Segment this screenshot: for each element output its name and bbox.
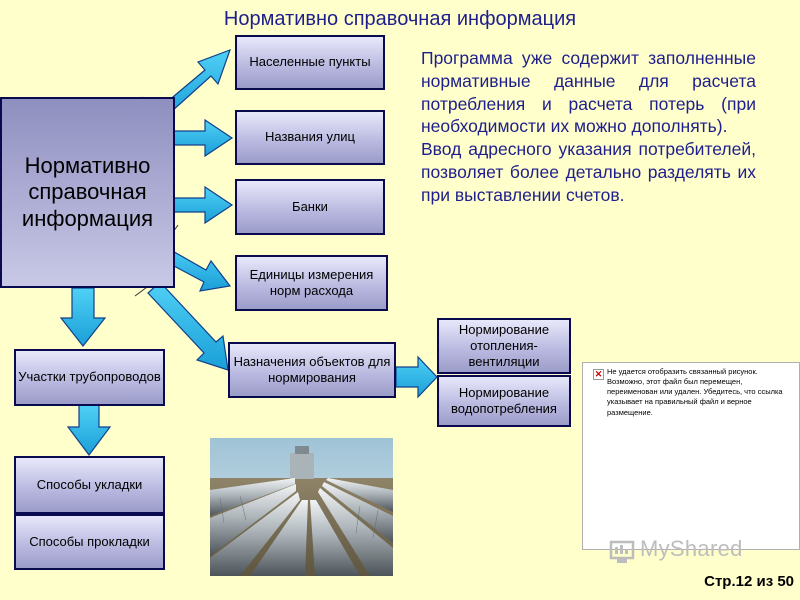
units-box: Единицы измерения норм расхода	[235, 255, 388, 311]
banks-box: Банки	[235, 179, 385, 235]
arrow-to-banks	[169, 185, 234, 225]
arrow-to-norms	[395, 355, 438, 399]
watermark-text: MyShared	[640, 536, 743, 561]
pipeline-photo	[210, 438, 393, 576]
arrow-to-laying	[66, 404, 112, 456]
description-paragraph-2: Ввод адресного указания потребителей, по…	[421, 139, 756, 205]
water-norm-box: Нормирование водопотребления	[437, 375, 571, 427]
settlements-box: Населенные пункты	[235, 35, 385, 90]
description-text: Программа уже содержит заполненные норма…	[421, 47, 756, 206]
broken-image-placeholder: ✕ Не удается отобразить связанный рисуно…	[582, 362, 800, 550]
description-paragraph-1: Программа уже содержит заполненные норма…	[421, 48, 756, 137]
page-number: Стр.12 из 50	[704, 573, 794, 590]
heating-norm-box: Нормирование отопления-вентиляции	[437, 318, 571, 374]
myshared-logo-icon	[609, 540, 635, 563]
purposes-box: Назначения объектов для нормирования	[228, 342, 396, 398]
broken-image-icon: ✕	[593, 369, 604, 380]
arrow-to-purposes	[147, 281, 229, 371]
arrow-to-streets	[169, 118, 234, 158]
main-reference-box: Нормативно справочная информация	[0, 97, 175, 288]
page-title: Нормативно справочная информация	[223, 8, 577, 30]
arrow-to-pipelines	[59, 287, 107, 347]
laying-box: Способы укладки	[14, 456, 165, 514]
installation-box: Способы прокладки	[14, 514, 165, 570]
broken-image-message: Не удается отобразить связанный рисунок.…	[607, 367, 783, 417]
streets-box: Названия улиц	[235, 110, 385, 165]
pipelines-box: Участки трубопроводов	[14, 349, 165, 406]
